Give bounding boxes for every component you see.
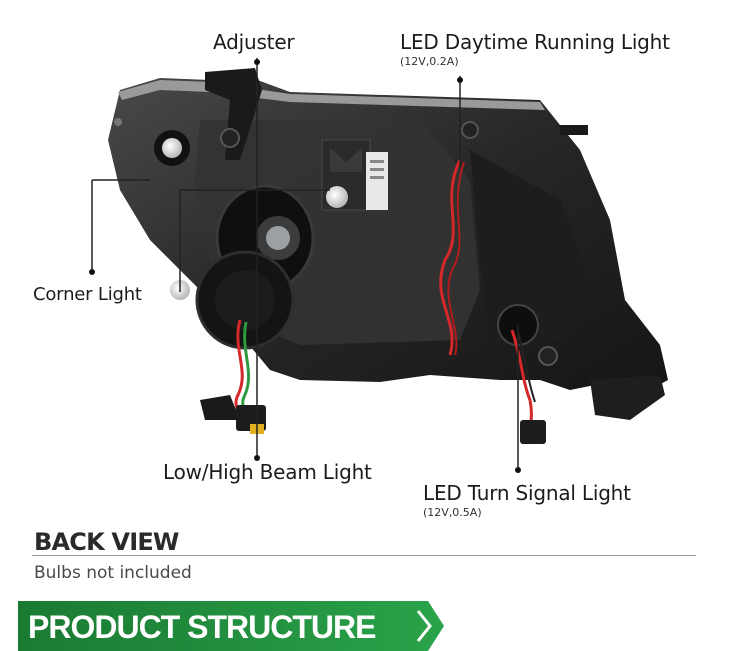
adjuster-bracket	[205, 68, 262, 160]
bolt	[220, 128, 240, 148]
mount-tab-right	[590, 375, 665, 420]
bolt	[461, 121, 479, 139]
label-led-turn-signal-spec: (12V,0.5A)	[423, 506, 482, 519]
label-corner-light: Corner Light	[33, 284, 142, 305]
label-low-high-beam: Low/High Beam Light	[163, 460, 372, 484]
label-led-drl-spec: (12V,0.2A)	[400, 55, 459, 68]
bolt	[114, 118, 122, 126]
divider	[32, 555, 696, 556]
leader-lines	[91, 58, 519, 470]
adjuster-bulb	[326, 186, 348, 208]
drl-wire-red	[439, 159, 462, 356]
label-led-drl: LED Daytime Running Light	[400, 30, 670, 54]
turn-connector	[520, 420, 546, 444]
product-structure-banner	[18, 601, 444, 651]
mount-tab-left	[200, 395, 240, 420]
headlight-back-view-illustration	[89, 58, 668, 473]
corner-light-bulb	[162, 138, 182, 158]
mount-tab-top-right	[560, 125, 588, 135]
side-panel	[470, 150, 590, 340]
chevron-right-icon	[416, 610, 432, 642]
banner-title: PRODUCT STRUCTURE	[28, 609, 376, 645]
label-adjuster: Adjuster	[213, 30, 295, 54]
section-note: Bulbs not included	[34, 563, 192, 583]
sticker	[366, 152, 388, 210]
section-title: BACK VIEW	[34, 528, 179, 556]
bolt	[538, 346, 558, 366]
label-led-turn-signal: LED Turn Signal Light	[423, 481, 631, 505]
